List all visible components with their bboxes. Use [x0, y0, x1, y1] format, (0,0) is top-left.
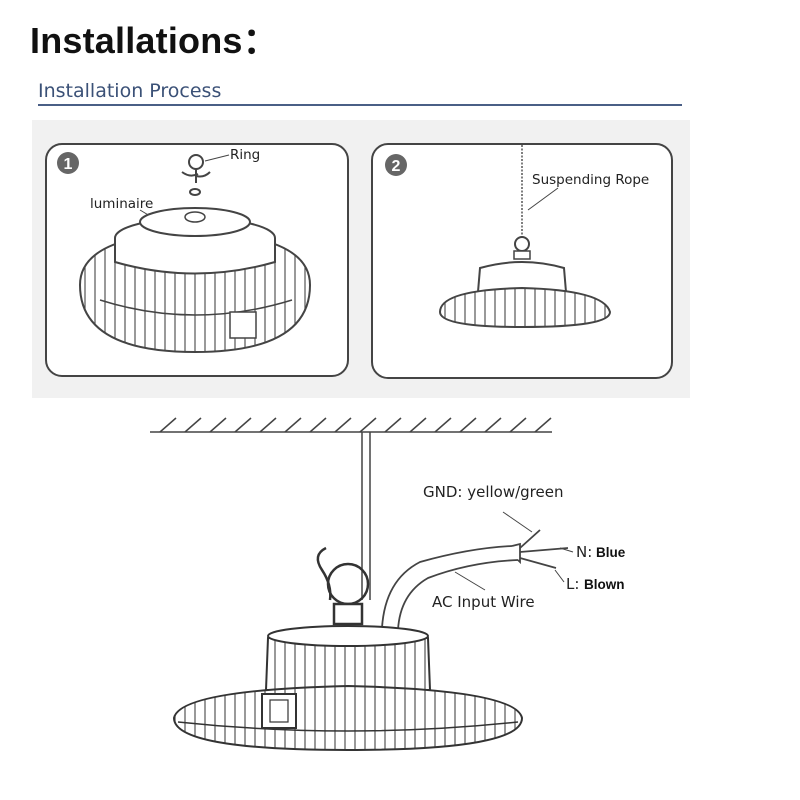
step-2-number: 2 — [392, 158, 401, 175]
gnd-wire-label: GND: yellow/green — [423, 483, 563, 501]
ac-input-wire-label: AC Input Wire — [432, 593, 535, 611]
live-color: Blown — [584, 577, 625, 592]
ac-input-wire — [381, 529, 569, 631]
ceiling-hatch-icon — [150, 417, 552, 433]
ufo-high-bay-light-icon — [172, 625, 524, 752]
luminaire-body-2 — [438, 236, 612, 329]
hook-ring-icon — [316, 546, 370, 626]
live-prefix: L: — [566, 575, 579, 593]
neutral-prefix: N: — [576, 543, 592, 561]
step-1-number: 1 — [64, 156, 73, 173]
luminaire-label: luminaire — [90, 196, 153, 212]
section-subtitle: Installation Process — [38, 80, 222, 102]
step-2-badge: 2 — [385, 154, 407, 176]
suspending-rope-label: Suspending Rope — [532, 172, 649, 188]
step-2-panel: 2 Suspending Rope — [371, 143, 673, 379]
suspension-rod — [361, 432, 371, 600]
luminaire-body-1 — [78, 207, 312, 354]
subtitle-divider — [38, 104, 682, 106]
ring-label: Ring — [230, 147, 260, 163]
step-1-badge: 1 — [57, 152, 79, 174]
neutral-color: Blue — [596, 545, 626, 560]
hook-ring-icon — [181, 154, 211, 196]
step-1-panel: 1 Ring luminaire — [45, 143, 349, 377]
page-title: Installations： — [30, 20, 279, 61]
